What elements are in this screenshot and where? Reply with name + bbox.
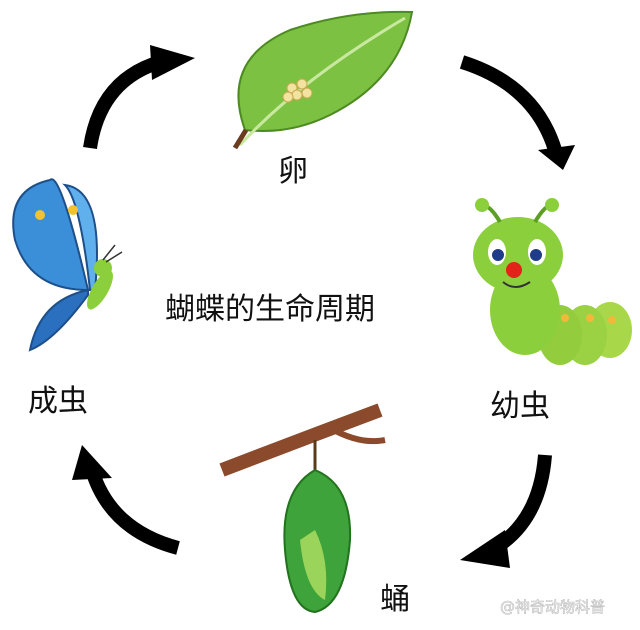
caterpillar-image [473,198,632,365]
diagram-title: 蝴蝶的生命周期 [165,292,375,327]
cycle-arrow-top-left [83,45,195,150]
chrysalis-image [219,403,386,614]
stage-label-larva: 幼虫 [490,389,550,424]
butterfly-image [12,178,123,352]
stage-label-pupa: 蛹 [380,582,410,617]
cycle-arrow-bottom-right [460,454,552,568]
stage-label-egg: 卵 [278,154,308,189]
cycle-arrow-top-right [459,55,575,170]
watermark: @神奇动物科普 [500,598,606,617]
stage-label-adult: 成虫 [28,384,88,419]
cycle-arrow-bottom-left [72,445,180,555]
leaf-with-eggs-image [232,10,414,150]
